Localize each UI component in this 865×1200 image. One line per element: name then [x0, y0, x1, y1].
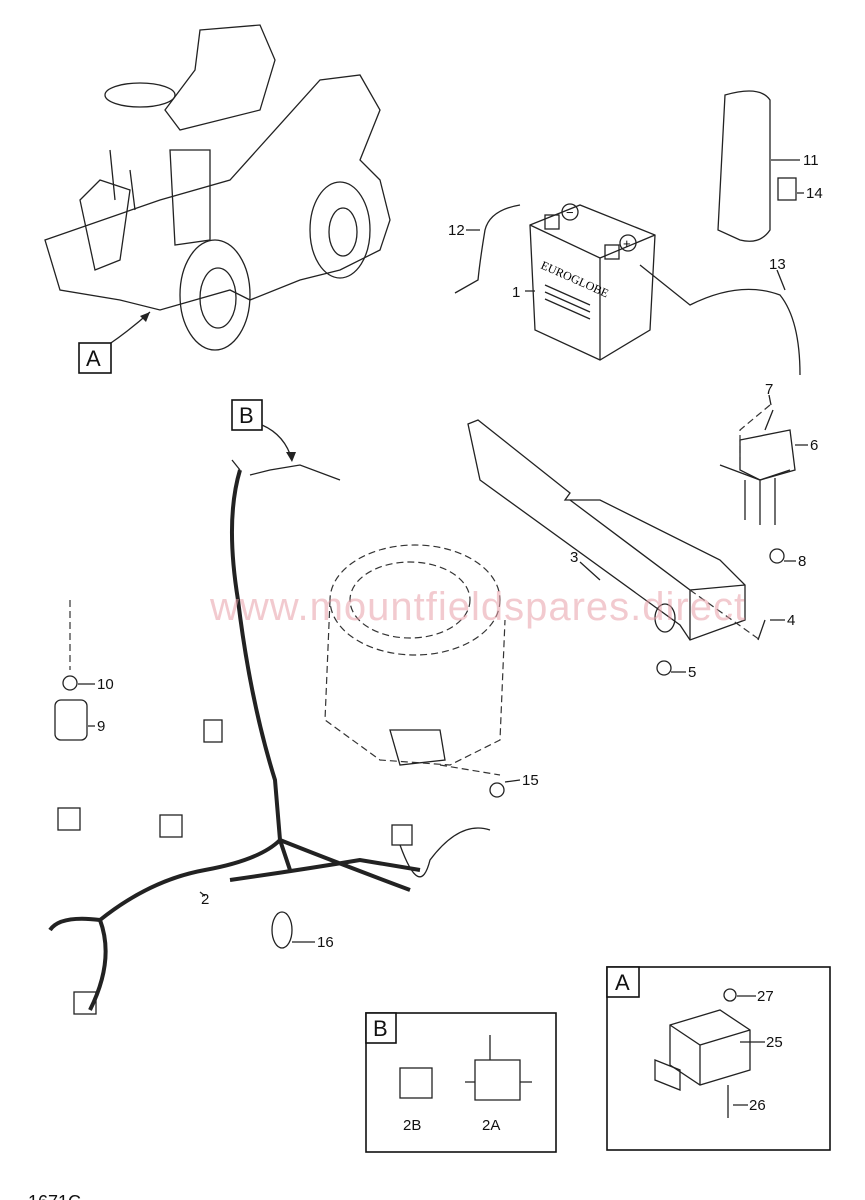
ride-on-mower-drawing	[44, 24, 391, 351]
battery-strap	[717, 90, 771, 242]
inset-b-label: B	[373, 1016, 388, 1041]
screw	[764, 409, 774, 431]
callout-25: 25	[766, 1034, 783, 1051]
callout-2a: 2A	[482, 1117, 500, 1134]
view-b-box	[231, 399, 263, 431]
callout-1: 1	[512, 284, 520, 301]
negative-cable	[454, 204, 521, 294]
callout-8: 8	[798, 553, 806, 570]
callout-16: 16	[317, 934, 334, 951]
bolt	[757, 619, 766, 641]
callout-6: 6	[810, 437, 818, 454]
callout-12: 12	[448, 222, 465, 239]
callout-15: 15	[522, 772, 539, 789]
inset-b	[365, 1012, 557, 1153]
callout-5: 5	[688, 664, 696, 681]
watermark: www.mountfieldspares.direct	[209, 585, 746, 629]
figure-id: 1671C	[28, 1192, 81, 1200]
cable-clip	[489, 782, 505, 798]
callout-7: 7	[765, 381, 773, 398]
engine-outline	[324, 544, 506, 766]
callout-26: 26	[749, 1097, 766, 1114]
washer	[656, 660, 672, 676]
callout-14: 14	[806, 185, 823, 202]
callout-4: 4	[787, 612, 795, 629]
callout-2b: 2B	[403, 1117, 421, 1134]
callout-11: 11	[803, 152, 819, 169]
view-a-label: A	[86, 346, 101, 371]
callout-9: 9	[97, 718, 105, 735]
callout-3: 3	[570, 549, 578, 566]
battery-minus-symbol: −	[566, 205, 574, 220]
cable-tie	[271, 911, 293, 949]
view-b-label: B	[239, 403, 254, 428]
inset-a-label: A	[615, 970, 630, 995]
terminal-cover	[777, 177, 797, 201]
inset-a	[606, 966, 831, 1151]
battery-plus-symbol: +	[623, 236, 631, 251]
switch	[54, 699, 88, 741]
callout-2: 2	[201, 891, 209, 908]
bracket-drawing	[467, 419, 746, 641]
battery-drawing	[529, 203, 656, 361]
callout-10: 10	[97, 676, 114, 693]
nut	[769, 548, 785, 564]
positive-cable	[639, 264, 801, 376]
callout-27: 27	[757, 988, 774, 1005]
relay-solenoid	[719, 429, 796, 525]
wiring-harness	[48, 469, 421, 1011]
view-a-box	[78, 342, 112, 374]
callout-13: 13	[769, 256, 786, 273]
switch-nut	[62, 675, 78, 691]
